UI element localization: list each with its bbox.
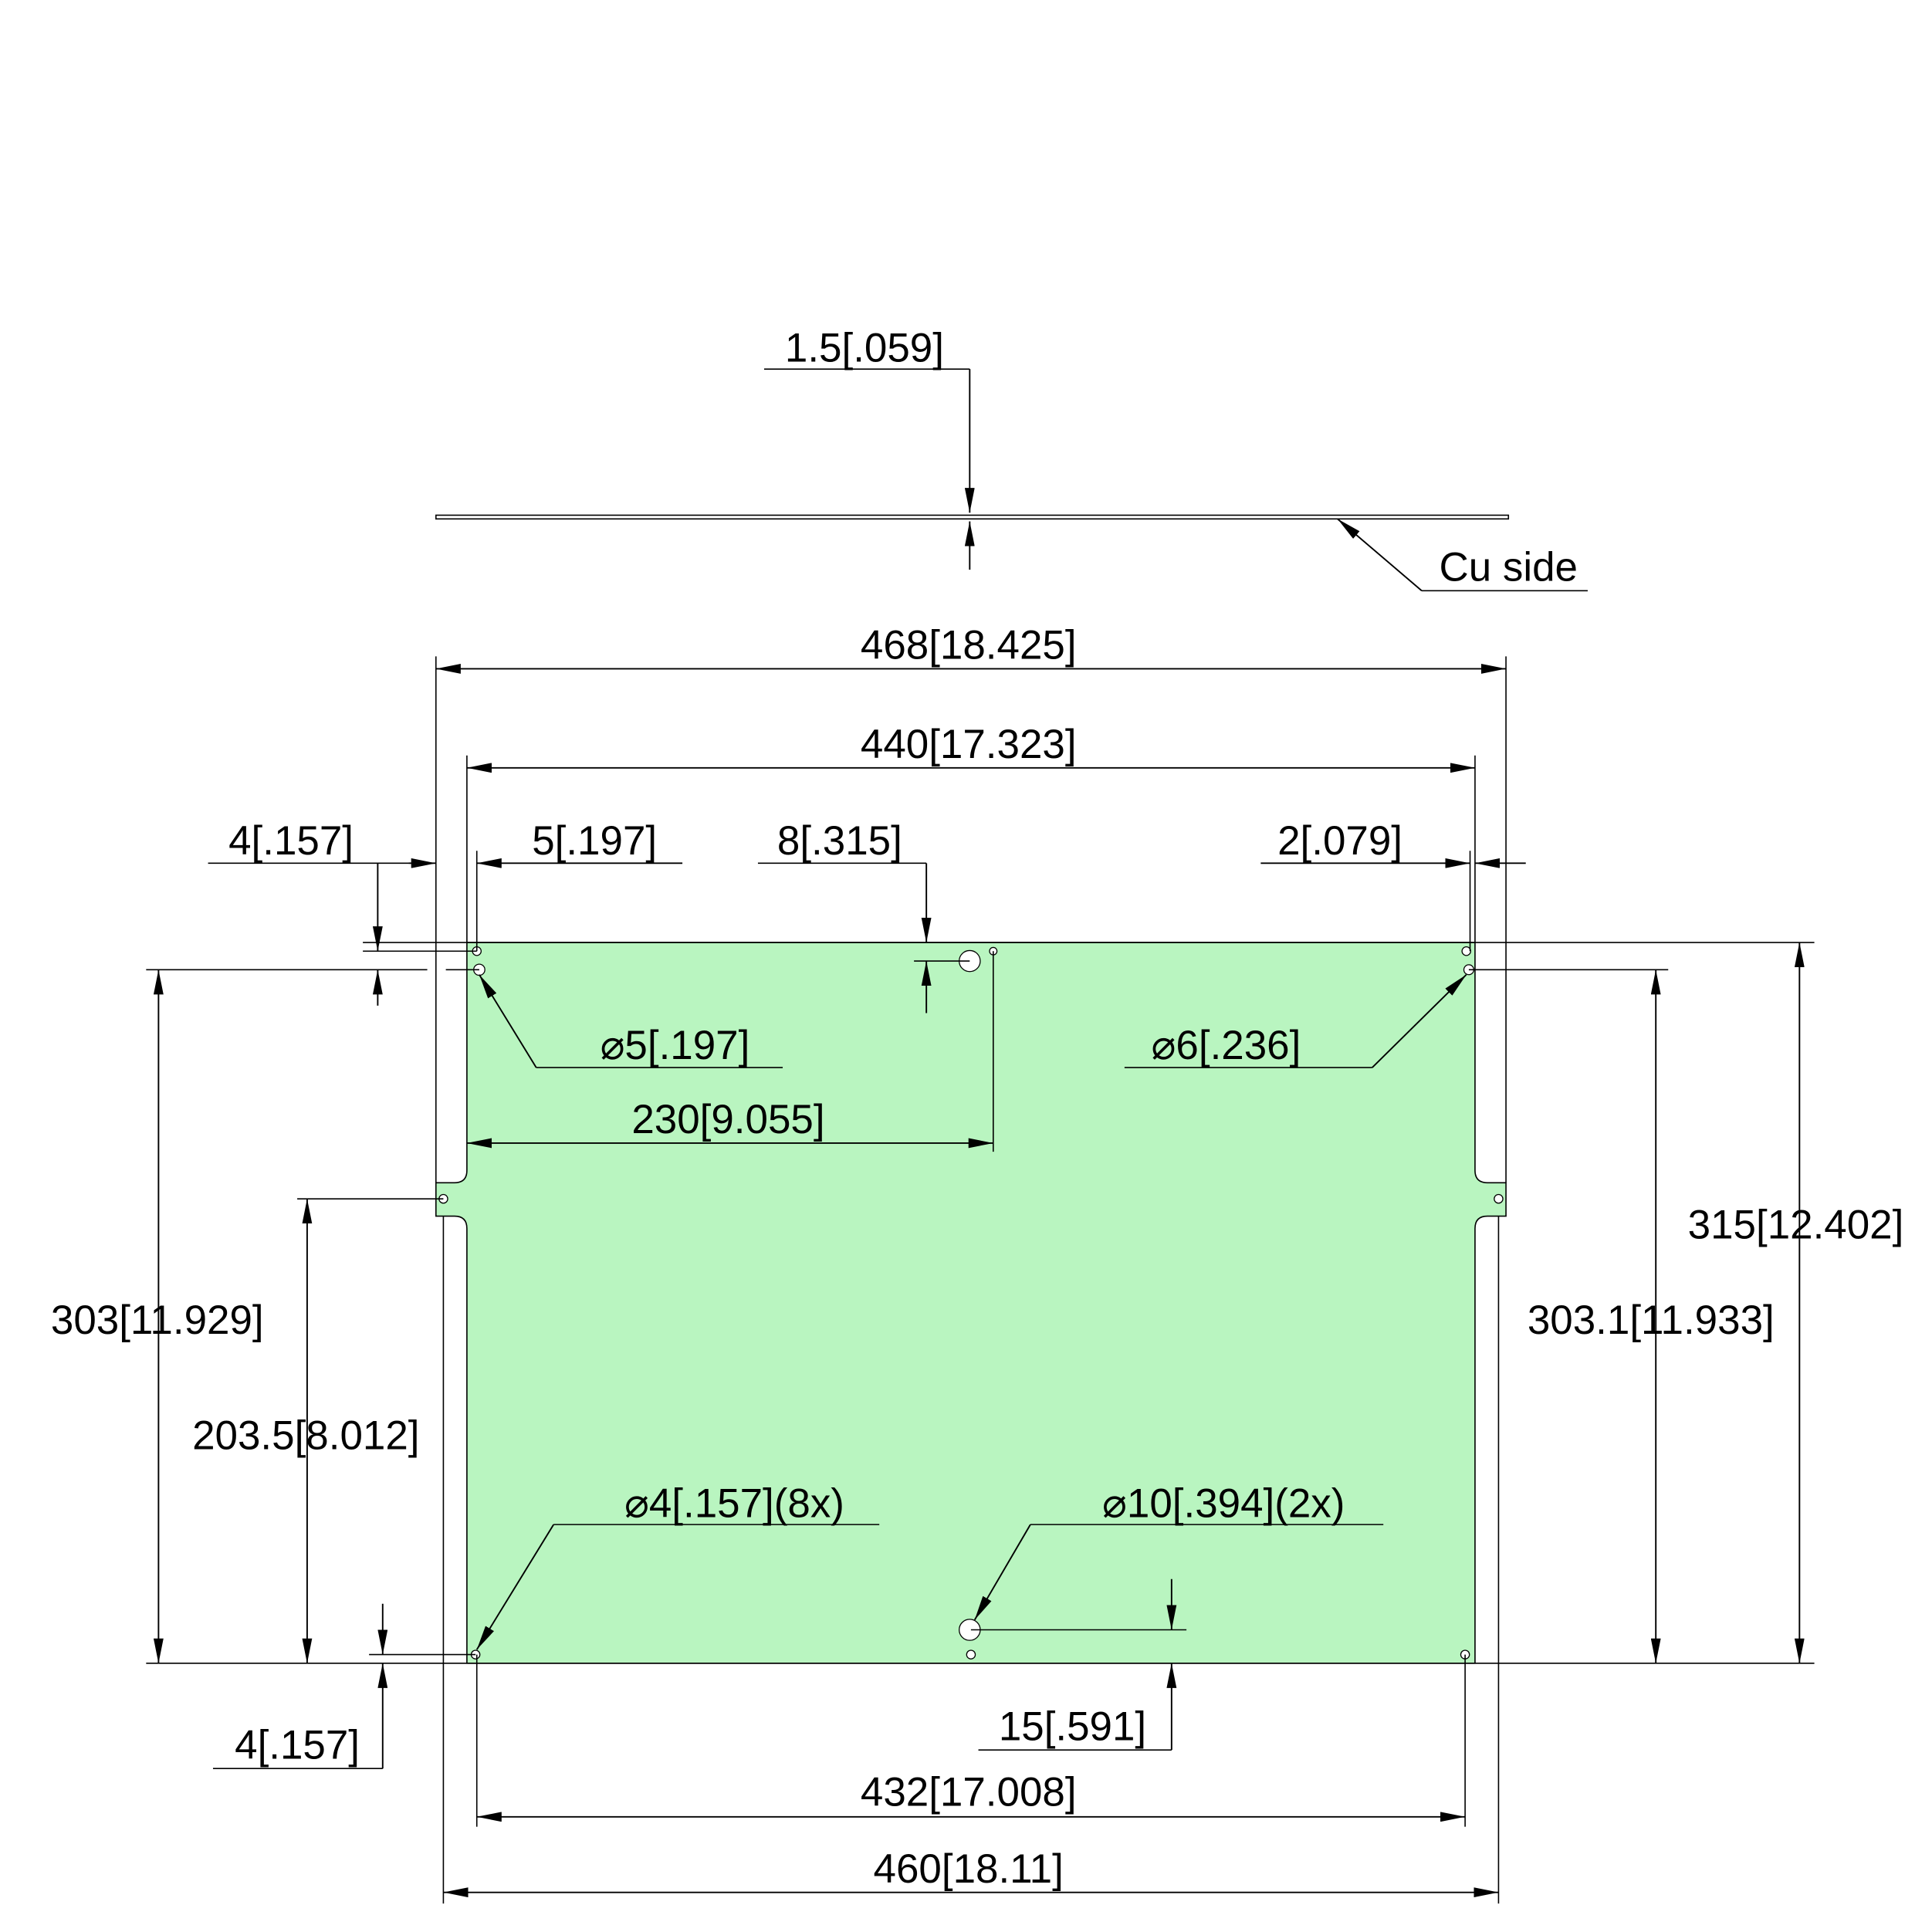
dim-overall-width: 468[18.425] — [861, 623, 1077, 668]
dim-bottom-hole-y: 4[.157] — [235, 1722, 360, 1768]
dim-tab-height: 203.5[8.012] — [192, 1413, 419, 1458]
dim-board-width: 440[17.323] — [861, 722, 1077, 767]
hole — [1494, 1193, 1504, 1204]
side-view: 1.5[.059] Cu side — [435, 326, 1588, 592]
cu-side-label: Cu side — [1440, 545, 1578, 590]
dim-hole-span: 432[17.008] — [861, 1769, 1077, 1815]
leaders — [475, 974, 1467, 1650]
cu-side-leader — [1337, 518, 1423, 592]
hole — [966, 1649, 976, 1660]
plate-side-profile — [435, 514, 1510, 520]
dim-top-hole-offset: 8[.315] — [777, 818, 902, 864]
callout-hole-10: ⌀10[.394](2x) — [1102, 1480, 1345, 1526]
dimension-labels: 468[18.425] 440[17.323] 4[.157] 5[.197] … — [51, 623, 1903, 1892]
callout-hole-5: ⌀5[.197] — [601, 1023, 750, 1068]
dim-bottom-hole-offset: 15[.591] — [999, 1704, 1146, 1749]
thickness-label: 1.5[.059] — [785, 326, 944, 371]
dim-tab-span: 460[18.11] — [874, 1846, 1064, 1892]
hole — [1461, 946, 1471, 956]
dim-right-offset: 2[.079] — [1277, 818, 1402, 864]
dim-right-height: 303.1[11.933] — [1528, 1298, 1775, 1343]
callout-hole-4: ⌀4[.157](8x) — [624, 1480, 844, 1526]
mounting-holes — [438, 946, 1504, 1660]
dim-overall-height: 315[12.402] — [1688, 1202, 1904, 1247]
board-top-view — [435, 942, 1507, 1664]
dimension-lines — [153, 664, 1805, 1898]
dim-left-height: 303[11.929] — [51, 1298, 264, 1343]
board-outline — [435, 942, 1507, 1664]
dim-tab-left-width: 4[.157] — [228, 818, 354, 864]
dim-center-x: 230[9.055] — [631, 1097, 824, 1142]
extension-lines — [146, 656, 1815, 1904]
dim-hole-offset-left: 5[.197] — [532, 818, 657, 864]
callout-hole-6: ⌀6[.236] — [1152, 1023, 1301, 1068]
